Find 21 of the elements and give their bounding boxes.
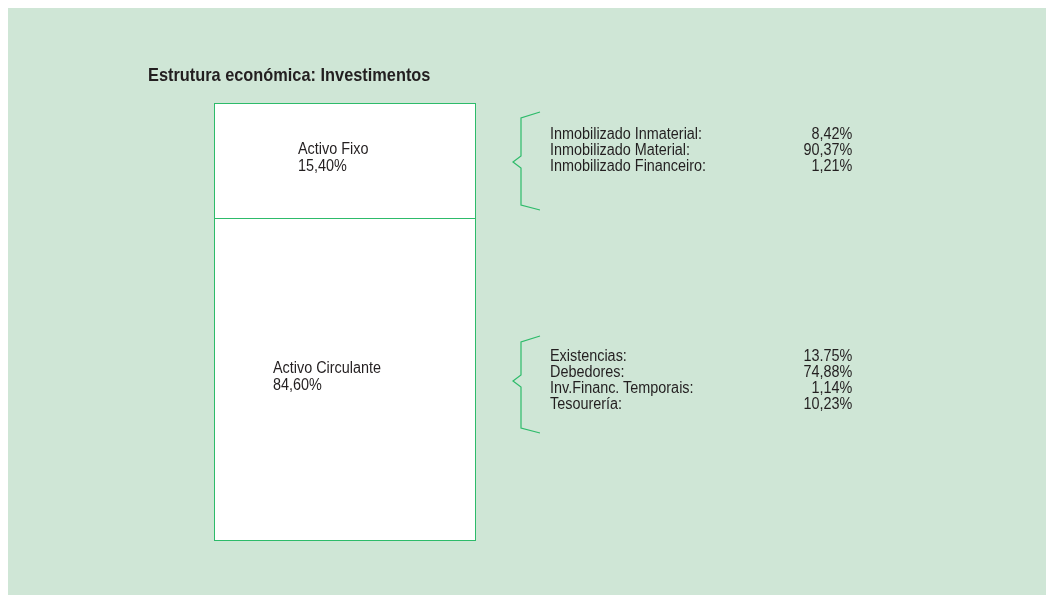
- section-title: Activo Fixo: [298, 140, 369, 157]
- percentage-value: 1,14%: [811, 380, 852, 396]
- row-label: Debedores:: [550, 364, 625, 380]
- percentage-value: 84,60%: [273, 376, 322, 393]
- diagram-title: Estrutura económica: Investimentos: [148, 64, 431, 86]
- percentage-value: 74,88%: [803, 364, 852, 380]
- section-box: [214, 103, 476, 219]
- row-label: Inmobilizado Inmaterial:: [550, 126, 703, 142]
- row-label: Inmobilizado Financeiro:: [550, 158, 707, 174]
- section-title: Activo Circulante: [273, 359, 382, 376]
- percentage-value: 1,21%: [811, 158, 852, 174]
- percentage-value: 90,37%: [803, 142, 852, 158]
- percentage-value: 13.75%: [803, 348, 852, 364]
- percentage-value: 10,23%: [803, 396, 852, 412]
- percentage-value: 8,42%: [811, 126, 852, 142]
- row-label: Tesourería:: [550, 396, 623, 412]
- row-label: Existencias:: [550, 348, 627, 364]
- row-label: Inmobilizado Material:: [550, 142, 691, 158]
- percentage-value: 15,40%: [298, 157, 347, 174]
- row-label: Inv.Financ. Temporais:: [550, 380, 694, 396]
- section-box: [214, 218, 476, 541]
